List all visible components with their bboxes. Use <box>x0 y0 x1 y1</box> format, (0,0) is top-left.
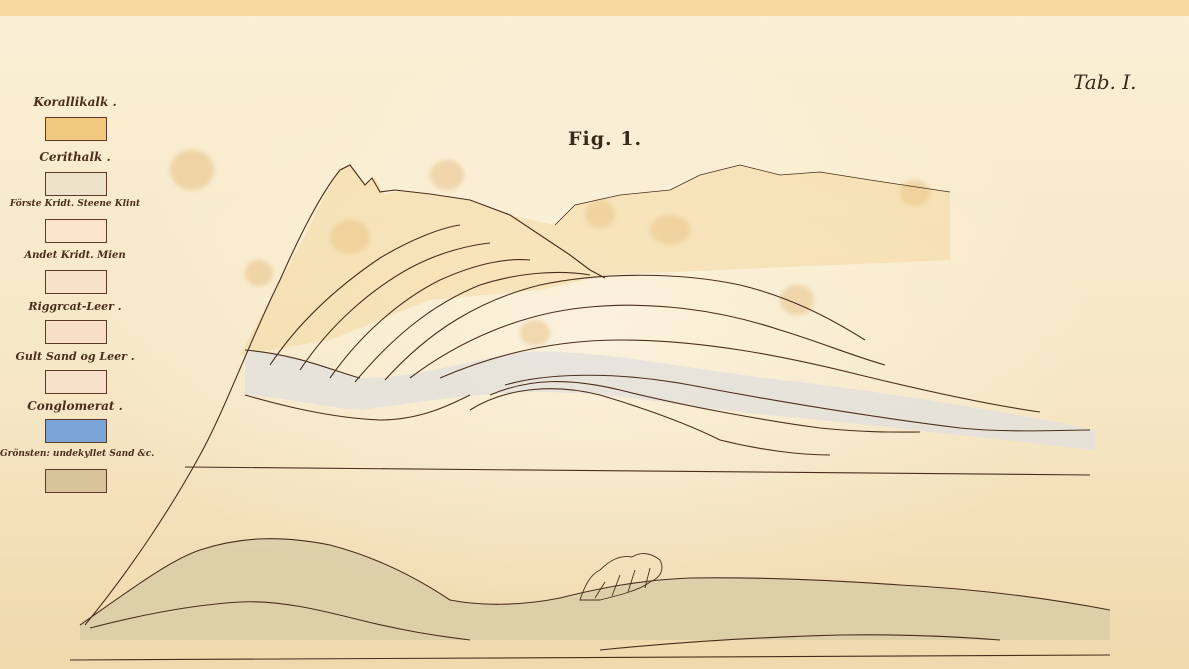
conglomerate-band <box>245 350 1095 450</box>
horizontal-line <box>185 467 1090 475</box>
base-line <box>70 655 1110 660</box>
korallikalk-region <box>240 165 950 355</box>
